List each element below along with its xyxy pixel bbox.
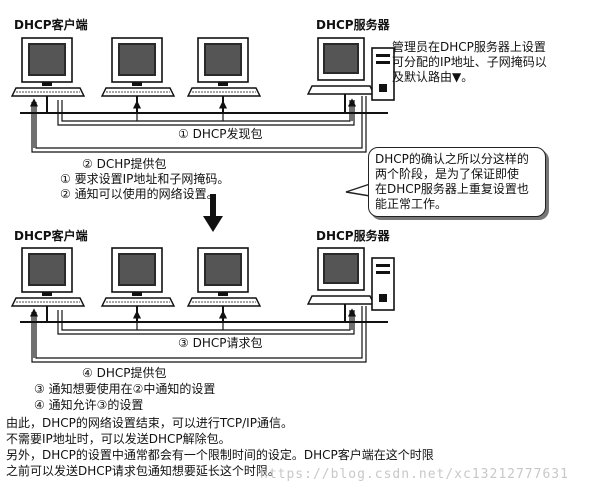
client-label: DHCP客户端 [14,18,88,32]
callout-line-1: DHCP的确认之所以分这样的 [375,152,529,166]
request-label: ③ DHCP请求包 [176,336,265,350]
watermark: https://blog.csdn.net/xc13212777631 [260,467,569,482]
down-arrow-icon [203,194,223,232]
client-computer-3b [187,247,261,307]
offer-label: ② DCHP提供包 [82,157,167,171]
admin-note-line-2: 可分配的IP地址、子网掩码以 [392,55,547,69]
footer-line-4: 之前可以发送DHCP请求包通知想要延长这个时限。 [6,464,280,478]
client-computer-1b [11,247,85,307]
footer-line-1: 由此，DHCP的网络设置结束，可以进行TCP/IP通信。 [6,416,293,430]
offer-flow [31,96,367,153]
ack-item-1: ③ 通知想要使用在②中通知的设置 [34,382,216,396]
callout-line-4: 能正常工作。 [375,197,448,211]
callout-box: DHCP的确认之所以分这样的 两个阶段，是为了保证即使 在DHCP服务器上重复设… [368,147,546,217]
ack-item-2: ④ 通知允许③的设置 [34,398,144,412]
server-label: DHCP服务器 [316,18,390,32]
server-computer-b [307,247,395,311]
discovery-label: ① DHCP发现包 [176,127,265,141]
request-flow [57,310,355,335]
footer-line-3: 另外，DHCP的设置中通常都会有一个限制时间的设定。DHCP客户端在这个时限 [6,448,434,462]
callout-pointer [345,183,371,197]
client-computer-3 [187,37,261,97]
server-computer [307,37,395,101]
admin-note-line-1: 管理员在DHCP服务器上设置 [392,40,546,54]
ack-flow [31,306,367,363]
callout-line-3: 在DHCP服务器上重复设置也 [375,182,529,196]
footer-line-2: 不需要IP地址时，可以发送DHCP解除包。 [6,432,231,446]
client-label-b: DHCP客户端 [14,229,88,243]
ack-label: ④ DHCP提供包 [82,366,167,380]
client-computer-2 [101,37,175,97]
server-label-b: DHCP服务器 [316,229,390,243]
callout-line-2: 两个阶段，是为了保证即使 [375,167,520,181]
offer-item-2: ② 通知可以使用的网络设置。 [60,187,219,201]
offer-item-1: ① 要求设置IP地址和子网掩码。 [60,172,230,186]
discovery-flow [57,100,355,126]
client-computer-2b [101,247,175,307]
client-computer-1 [11,37,85,97]
admin-note-line-3: 及默认路由▼。 [392,70,474,84]
